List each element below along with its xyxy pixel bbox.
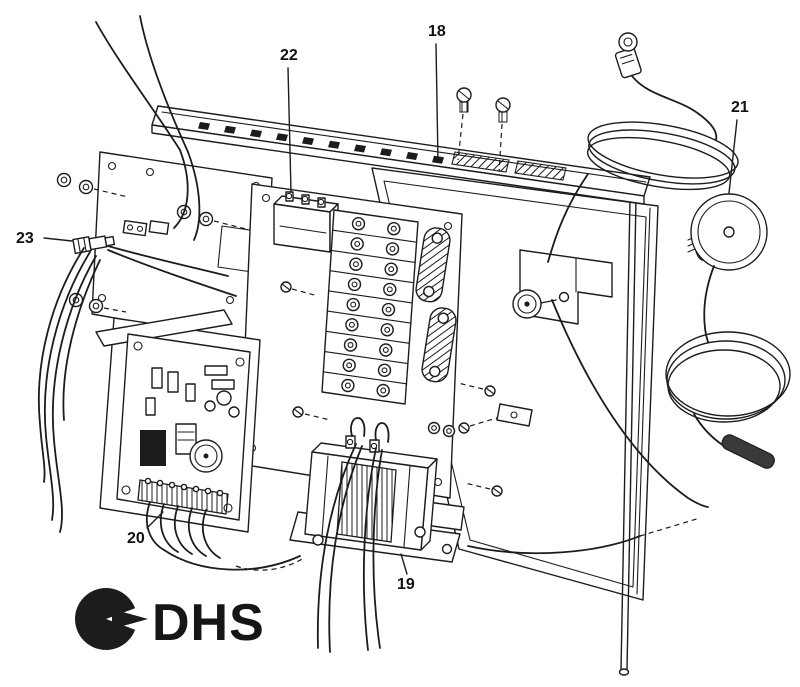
callout-18: 18 [428,23,446,163]
callout-20: 20 [127,511,164,547]
logo-mark [75,588,152,650]
callout-19: 19 [397,553,415,593]
cable-coil [547,75,739,263]
power-plug [614,32,642,79]
screw-a [280,281,319,297]
transformer [289,417,465,653]
callout-18-label: 18 [428,23,446,40]
callout-21: 21 [728,99,749,194]
fuse-holder-2 [421,307,457,383]
callout-20-label: 20 [127,530,145,547]
screw-c [457,382,496,397]
callout-22-label: 22 [280,47,298,64]
wire-bundle [37,245,237,533]
callout-19-label: 19 [397,576,415,593]
capillary-coil [551,265,791,508]
cable-gland [72,235,116,255]
callout-22: 22 [280,47,298,193]
terminal-screws [341,216,401,398]
relay-block [273,191,339,253]
callout-21-label: 21 [731,99,749,116]
terminal-strip [321,209,419,405]
top-left-wires [95,15,201,241]
relay-component [140,430,166,466]
vent-grille-2 [514,160,567,181]
dhs-logo: DHS [75,588,265,652]
vent-rail [151,105,651,205]
panel-screws [456,87,511,173]
callout-23-label: 23 [16,230,34,247]
circuit-board [95,309,305,571]
left-panel [91,151,273,345]
fuse-holder-1 [415,227,451,303]
bottom-wire [467,517,701,555]
vent-slots [198,122,444,164]
callout-23: 23 [16,230,73,247]
vent-grille-1 [451,151,510,173]
screw-d [464,482,503,497]
coil-winding [336,461,397,543]
logo-text: DHS [152,594,265,652]
clamp-hardware [427,403,533,438]
washer-set-1 [56,172,129,198]
gauge [687,193,768,271]
control-knob [512,289,570,319]
temperature-probe [721,434,775,469]
screw-b [292,406,331,421]
